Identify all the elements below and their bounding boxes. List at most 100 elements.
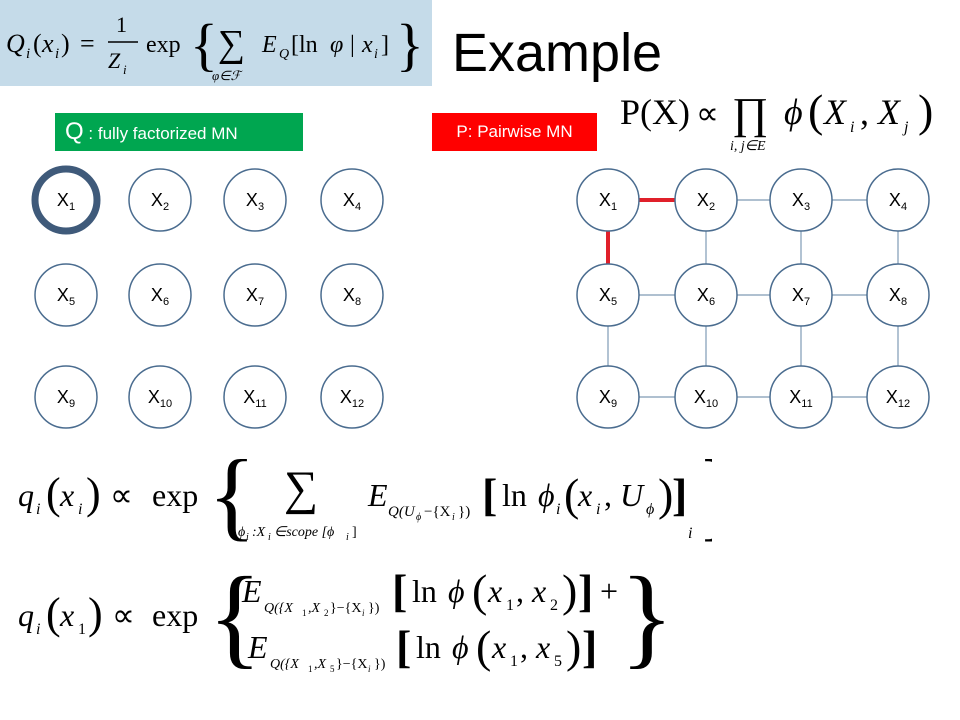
svg-text:): ): [88, 589, 103, 638]
update-equation-general: q i ( x i ) ∝ exp { ∑ ϕ i :X i ∈scope [ϕ…: [18, 448, 712, 548]
svg-text:x: x: [535, 629, 550, 665]
svg-text:i: i: [346, 532, 349, 543]
svg-text:5: 5: [554, 653, 562, 670]
svg-text:x: x: [41, 29, 54, 58]
svg-text:2: 2: [550, 597, 558, 614]
svg-text:=: =: [80, 29, 95, 58]
svg-text:(: (: [564, 469, 579, 520]
q-node-7: [223, 263, 287, 327]
q-label-text: : fully factorized MN: [83, 124, 238, 143]
svg-text:{: {: [190, 12, 218, 77]
svg-text:i: i: [556, 501, 560, 518]
svg-text:[: [: [482, 469, 497, 520]
svg-text:(: (: [476, 621, 491, 672]
svg-text:ϕ: ϕ: [238, 525, 245, 540]
svg-text:ϕ: ϕ: [538, 477, 555, 513]
svg-text:{: {: [208, 562, 262, 674]
q-node-4: [320, 168, 384, 232]
svg-text:i, j∈E: i, j∈E: [730, 139, 766, 154]
svg-text:|: |: [350, 32, 355, 58]
svg-text:Q: Q: [6, 29, 25, 58]
p-node-11: [769, 365, 833, 429]
svg-text:∝: ∝: [112, 597, 135, 633]
svg-text:i: i: [374, 47, 378, 62]
svg-text:i: i: [596, 501, 600, 518]
svg-text:Q: Q: [279, 47, 289, 62]
svg-text:): ): [61, 29, 70, 58]
svg-text:ϕ: ϕ: [448, 573, 465, 609]
svg-text:}−{X: }−{X: [330, 601, 361, 616]
svg-text:1: 1: [302, 608, 307, 618]
svg-text:P(X): P(X): [620, 92, 690, 132]
svg-text:exp: exp: [152, 477, 198, 513]
p-node-5: [576, 263, 640, 327]
svg-text:(: (: [472, 565, 487, 616]
p-node-2: [674, 168, 738, 232]
svg-text::X: :X: [252, 525, 266, 540]
svg-text:]: ]: [672, 469, 687, 520]
svg-text:]: ]: [578, 565, 593, 616]
svg-text:,X: ,X: [314, 657, 327, 672]
update-equation-x1: q i ( x 1 ) ∝ exp { E Q({X 1 ,X 2 }−{X i…: [18, 562, 672, 674]
svg-text:i: i: [688, 525, 692, 542]
svg-text:i: i: [368, 664, 371, 674]
svg-text:}−{X: }−{X: [336, 657, 367, 672]
svg-text:i: i: [268, 532, 271, 543]
svg-text:x: x: [531, 573, 546, 609]
mean-field-formula: Q i ( x i ) = 1 Z i exp { ∑ φ∈ℱ E Q [ln …: [6, 12, 424, 83]
svg-text:j: j: [902, 119, 909, 136]
svg-text:1: 1: [78, 621, 86, 638]
p-label: P: Pairwise MN: [432, 113, 597, 151]
svg-text:]: ]: [381, 32, 389, 58]
svg-text:}): }): [374, 657, 386, 672]
svg-text:+: +: [600, 573, 618, 609]
q-node-11: [223, 365, 287, 429]
svg-text:,: ,: [520, 629, 528, 665]
svg-text:1: 1: [308, 664, 313, 674]
svg-text:φ∈ℱ: φ∈ℱ: [212, 68, 244, 83]
svg-text:): ): [86, 469, 101, 518]
svg-text:[: [: [396, 621, 411, 672]
svg-text:{: {: [208, 448, 256, 548]
svg-text:): ): [658, 469, 673, 520]
svg-text:i: i: [55, 46, 59, 62]
svg-text:,: ,: [516, 573, 524, 609]
svg-text:[: [: [392, 565, 407, 616]
q-node-9: [34, 365, 98, 429]
svg-text:q: q: [18, 597, 34, 633]
svg-text:1: 1: [116, 12, 127, 37]
svg-text:∝: ∝: [110, 477, 133, 513]
q-node-12: [320, 365, 384, 429]
svg-text:E: E: [261, 32, 277, 58]
p-node-9: [576, 365, 640, 429]
svg-text:Q({X: Q({X: [264, 601, 293, 616]
p-node-7: [769, 263, 833, 327]
svg-text:∈scope [ϕ: ∈scope [ϕ: [274, 525, 334, 540]
svg-text:1: 1: [510, 653, 518, 670]
svg-text:(: (: [46, 469, 61, 518]
p-graph-edges: [606, 198, 899, 398]
svg-text:i: i: [26, 46, 30, 62]
svg-text:E: E: [241, 573, 262, 609]
svg-text:]: ]: [352, 525, 357, 540]
svg-text:i: i: [850, 119, 854, 136]
svg-text:]: ]: [582, 621, 597, 672]
svg-text:E: E: [247, 629, 268, 665]
svg-text:exp: exp: [152, 597, 198, 633]
q-label: Q : fully factorized MN: [55, 113, 303, 151]
svg-text:i: i: [246, 532, 249, 543]
svg-text:U: U: [620, 477, 645, 513]
svg-text:x: x: [59, 597, 74, 633]
svg-text:i: i: [36, 621, 40, 638]
svg-text:Q(U: Q(U: [388, 504, 416, 520]
svg-text:1: 1: [506, 597, 514, 614]
svg-text:∑: ∑: [218, 23, 245, 65]
q-label-prefix: Q: [65, 118, 84, 145]
svg-text:q: q: [18, 477, 34, 513]
svg-text:ln: ln: [416, 629, 441, 665]
svg-text:x: x: [361, 32, 373, 58]
svg-text:Z: Z: [108, 48, 121, 73]
svg-text:): ): [918, 85, 933, 136]
svg-text:(: (: [33, 29, 42, 58]
svg-text:∑: ∑: [284, 462, 318, 515]
